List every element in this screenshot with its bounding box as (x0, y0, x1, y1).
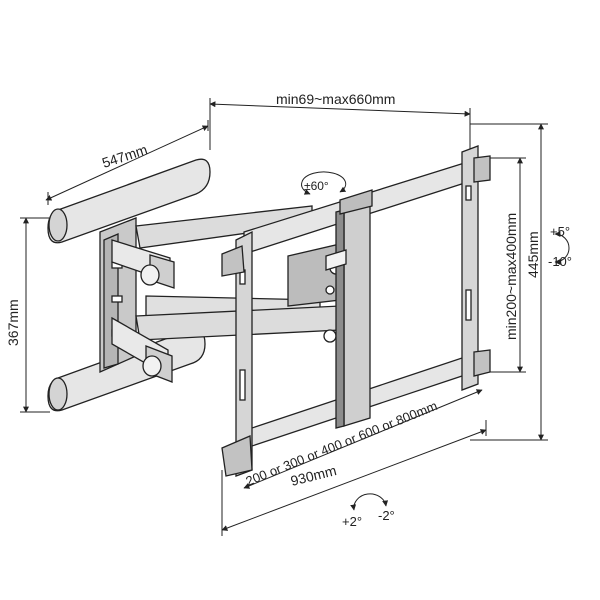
tv-bracket-right-upright (461, 145, 479, 391)
dimension-lines (20, 98, 548, 536)
tilt-up-label: +5° (550, 224, 570, 239)
overall-height-label: 445mm (525, 231, 541, 278)
vesa-vertical-label: min200~max400mm (503, 213, 519, 340)
level-rotation-icon (350, 493, 389, 511)
extension-label: min69~max660mm (276, 91, 395, 107)
wall-plate (47, 158, 211, 412)
tilt-rotation-icon (554, 231, 570, 265)
level-minus-label: -2° (378, 508, 395, 523)
tv-bracket-center-plate (343, 201, 371, 427)
tv-bracket (221, 145, 491, 477)
swivel-angle-label: ±60° (304, 179, 329, 193)
tilt-down-label: -10° (548, 254, 572, 269)
wall-plate-height-label: 367mm (5, 299, 21, 346)
wall-plate-width-label: 547mm (100, 141, 149, 171)
swivel-rotation-icon (301, 171, 347, 195)
level-plus-label: +2° (342, 514, 362, 529)
